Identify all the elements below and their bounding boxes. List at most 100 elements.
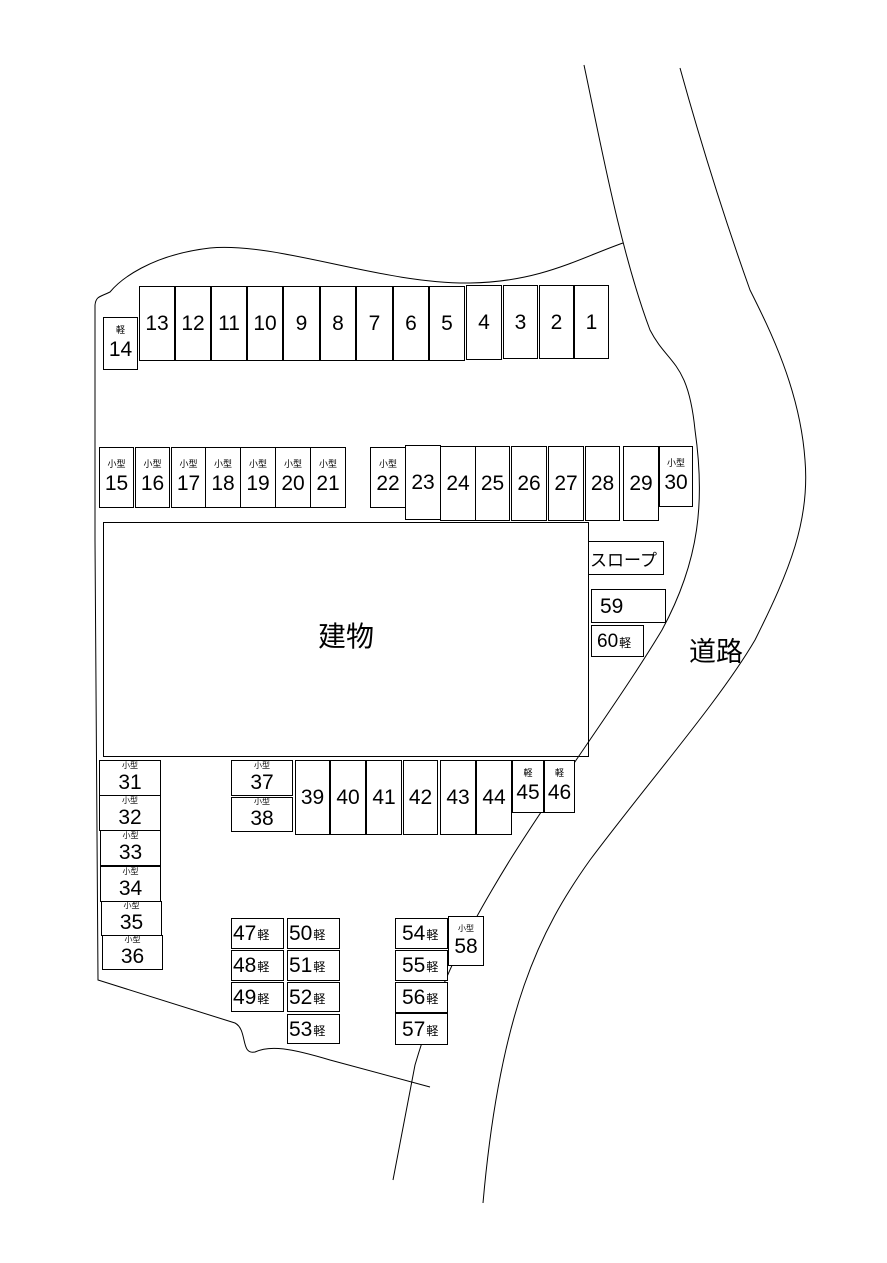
kogata-tag: 小型: [318, 460, 337, 470]
slot-42[interactable]: 42: [403, 760, 438, 835]
slot-number: 22: [376, 472, 400, 495]
kei-tag: 軽: [426, 992, 439, 1006]
kei-tag: 軽: [257, 928, 270, 942]
slot-3[interactable]: 3: [503, 285, 538, 359]
slot-8[interactable]: 8: [320, 286, 356, 361]
slot-number: 24: [446, 472, 470, 495]
slot-number: 31: [118, 771, 142, 794]
slot-14[interactable]: 軽 14: [103, 317, 138, 370]
slot-11[interactable]: 11: [211, 286, 247, 361]
slot-4[interactable]: 4: [466, 285, 502, 360]
slot-27[interactable]: 27: [548, 446, 584, 521]
slot-44[interactable]: 44: [476, 760, 512, 835]
slot-number: 47: [233, 922, 257, 945]
slot-number: 18: [211, 472, 235, 495]
slot-number: 4: [478, 311, 490, 334]
kei-tag: 軽: [554, 769, 564, 779]
slot-18[interactable]: 小型 18: [205, 447, 241, 508]
slot-41[interactable]: 41: [366, 760, 402, 835]
slot-28[interactable]: 28: [585, 446, 620, 521]
slot-23[interactable]: 23: [405, 445, 441, 520]
kogata-tag: 小型: [283, 460, 302, 470]
road-label: 道路: [689, 637, 743, 668]
slot-number: 53: [289, 1017, 313, 1041]
slot-number: 1: [585, 310, 598, 334]
slot-number: 13: [145, 312, 169, 335]
slot-number: 25: [480, 472, 505, 495]
slot-number: 48: [233, 954, 257, 977]
slot-number: 56: [402, 986, 426, 1009]
kei-tag: 軽: [426, 928, 439, 942]
slot-12[interactable]: 12: [175, 286, 211, 361]
slot-number: 15: [104, 472, 129, 495]
kei-tag: 軽: [426, 960, 439, 974]
slot-number: 12: [181, 312, 205, 335]
slot-6[interactable]: 6: [393, 286, 429, 361]
slot-9[interactable]: 9: [283, 286, 320, 361]
slot-40[interactable]: 40: [330, 760, 366, 835]
slot-10[interactable]: 10: [247, 286, 283, 361]
slot-25[interactable]: 25: [475, 446, 510, 521]
slot-number: 40: [336, 786, 360, 809]
building-label: 建物: [317, 620, 374, 653]
kogata-tag: 小型: [143, 460, 162, 470]
slot-number: 9: [295, 312, 308, 335]
slot-number: 41: [372, 786, 396, 809]
slot-29[interactable]: 29: [623, 446, 659, 521]
kei-tag: 軽: [115, 326, 125, 336]
kei-tag: 軽: [313, 991, 326, 1006]
slot-43[interactable]: 43: [440, 760, 476, 835]
kogata-tag: 小型: [122, 867, 139, 876]
slot-5[interactable]: 5: [429, 286, 465, 361]
slot-2[interactable]: 2: [539, 285, 574, 359]
slot-number: 30: [664, 471, 688, 494]
slot-13[interactable]: 13: [139, 286, 175, 361]
slot-24[interactable]: 24: [440, 446, 476, 521]
slot-number: 23: [411, 471, 435, 494]
slot-1[interactable]: 1: [574, 285, 609, 359]
slot-39[interactable]: 39: [295, 760, 330, 835]
slot-7[interactable]: 7: [356, 286, 393, 361]
slot-number: 37: [250, 771, 274, 794]
kei-tag: 軽: [313, 928, 326, 942]
kei-tag: 軽: [619, 635, 632, 650]
slot-26[interactable]: 26: [511, 446, 547, 521]
kogata-tag: 小型: [124, 935, 141, 944]
slot-59[interactable]: 59: [591, 589, 666, 623]
slot-number: 55: [402, 954, 426, 977]
kogata-tag: 小型: [213, 460, 232, 470]
kogata-tag: 小型: [254, 797, 270, 806]
slot-number: 35: [119, 911, 144, 934]
